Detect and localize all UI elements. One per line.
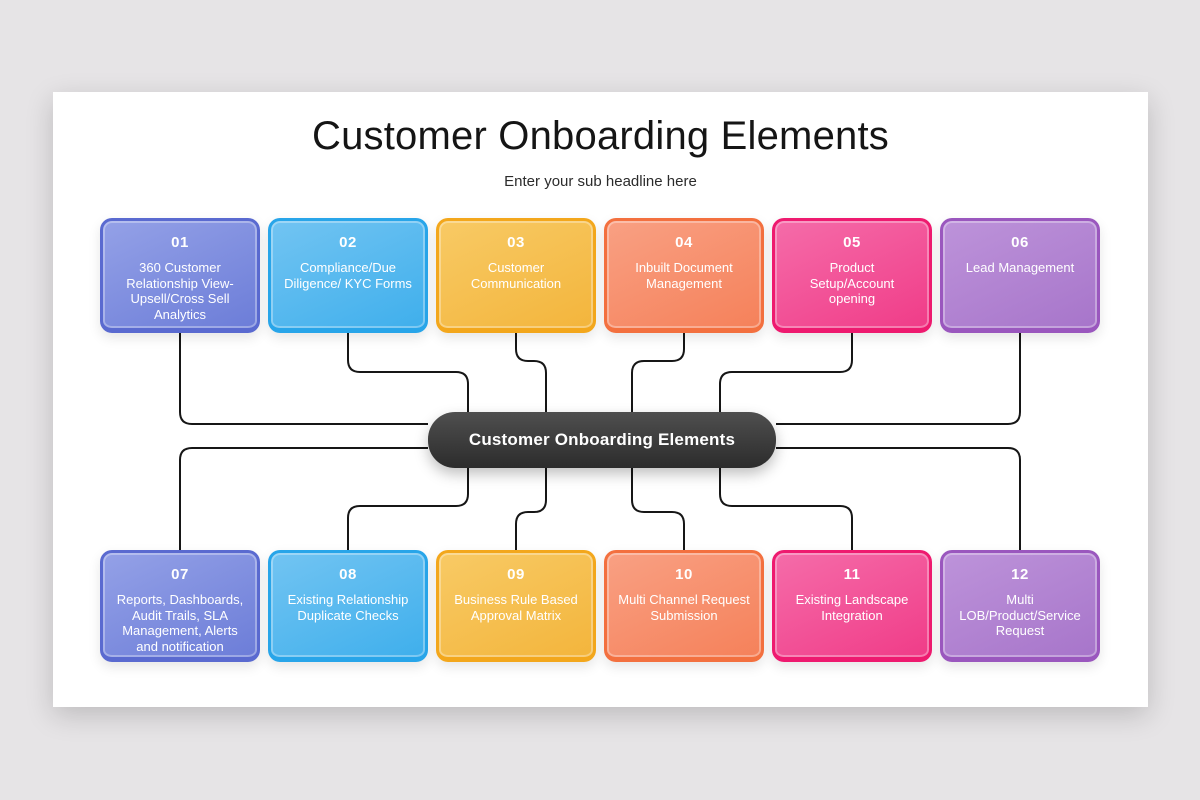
node-label: Reports, Dashboards, Audit Trails, SLA M…	[116, 592, 244, 654]
node-number: 05	[843, 234, 861, 251]
connector-node-01	[179, 333, 428, 425]
node-08: 08 Existing Relationship Duplicate Check…	[268, 550, 428, 662]
connector-node-06	[776, 333, 1021, 425]
connector-lines	[179, 333, 1021, 550]
node-label: Existing Landscape Integration	[795, 592, 909, 623]
node-label: 360 Customer Relationship View-Upsell/Cr…	[126, 260, 234, 322]
slide-title: Customer Onboarding Elements	[312, 114, 889, 158]
bottom-row: 07 Reports, Dashboards, Audit Trails, SL…	[100, 550, 1100, 662]
connector-node-03	[515, 333, 547, 412]
node-label: Customer Communication	[470, 260, 562, 291]
connector-node-04	[631, 333, 685, 412]
node-01: 01 360 Customer Relationship View-Upsell…	[100, 218, 260, 333]
node-05: 05 Product Setup/Account opening	[772, 218, 932, 333]
node-number: 09	[507, 566, 525, 583]
top-row: 01 360 Customer Relationship View-Upsell…	[100, 218, 1100, 333]
node-label: Inbuilt Document Management	[635, 260, 733, 291]
node-number: 07	[171, 566, 189, 583]
node-label: Lead Management	[965, 260, 1075, 275]
node-06: 06 Lead Management	[940, 218, 1100, 333]
center-node-label: Customer Onboarding Elements	[468, 430, 736, 449]
node-12: 12 Multi LOB/Product/Service Request	[940, 550, 1100, 662]
slide-subtitle: Enter your sub headline here	[504, 173, 697, 190]
node-10: 10 Multi Channel Request Submission	[604, 550, 764, 662]
node-number: 10	[675, 566, 693, 583]
node-label: Multi Channel Request Submission	[618, 592, 750, 623]
node-label: Product Setup/Account opening	[809, 260, 895, 306]
connector-node-08	[347, 468, 469, 550]
connector-node-09	[515, 468, 547, 550]
node-label: Compliance/Due Diligence/ KYC Forms	[284, 260, 412, 291]
node-03: 03 Customer Communication	[436, 218, 596, 333]
connector-node-10	[631, 468, 685, 550]
center-node: Customer Onboarding Elements	[428, 412, 776, 468]
connector-node-11	[719, 468, 853, 550]
connector-node-05	[719, 333, 853, 412]
node-number: 08	[339, 566, 357, 583]
node-number: 01	[171, 234, 189, 251]
slide-canvas: Customer Onboarding Elements Enter your …	[53, 92, 1148, 707]
node-number: 02	[339, 234, 357, 251]
node-number: 03	[507, 234, 525, 251]
node-04: 04 Inbuilt Document Management	[604, 218, 764, 333]
node-07: 07 Reports, Dashboards, Audit Trails, SL…	[100, 550, 260, 662]
connector-node-12	[776, 447, 1021, 550]
connector-node-07	[179, 447, 428, 550]
node-label: Business Rule Based Approval Matrix	[454, 592, 578, 623]
node-number: 04	[675, 234, 693, 251]
node-number: 11	[843, 566, 861, 583]
node-label: Existing Relationship Duplicate Checks	[287, 592, 409, 623]
connector-node-02	[347, 333, 469, 412]
node-02: 02 Compliance/Due Diligence/ KYC Forms	[268, 218, 428, 333]
node-number: 12	[1011, 566, 1029, 583]
node-number: 06	[1011, 234, 1029, 251]
node-09: 09 Business Rule Based Approval Matrix	[436, 550, 596, 662]
node-11: 11 Existing Landscape Integration	[772, 550, 932, 662]
node-label: Multi LOB/Product/Service Request	[959, 592, 1081, 638]
